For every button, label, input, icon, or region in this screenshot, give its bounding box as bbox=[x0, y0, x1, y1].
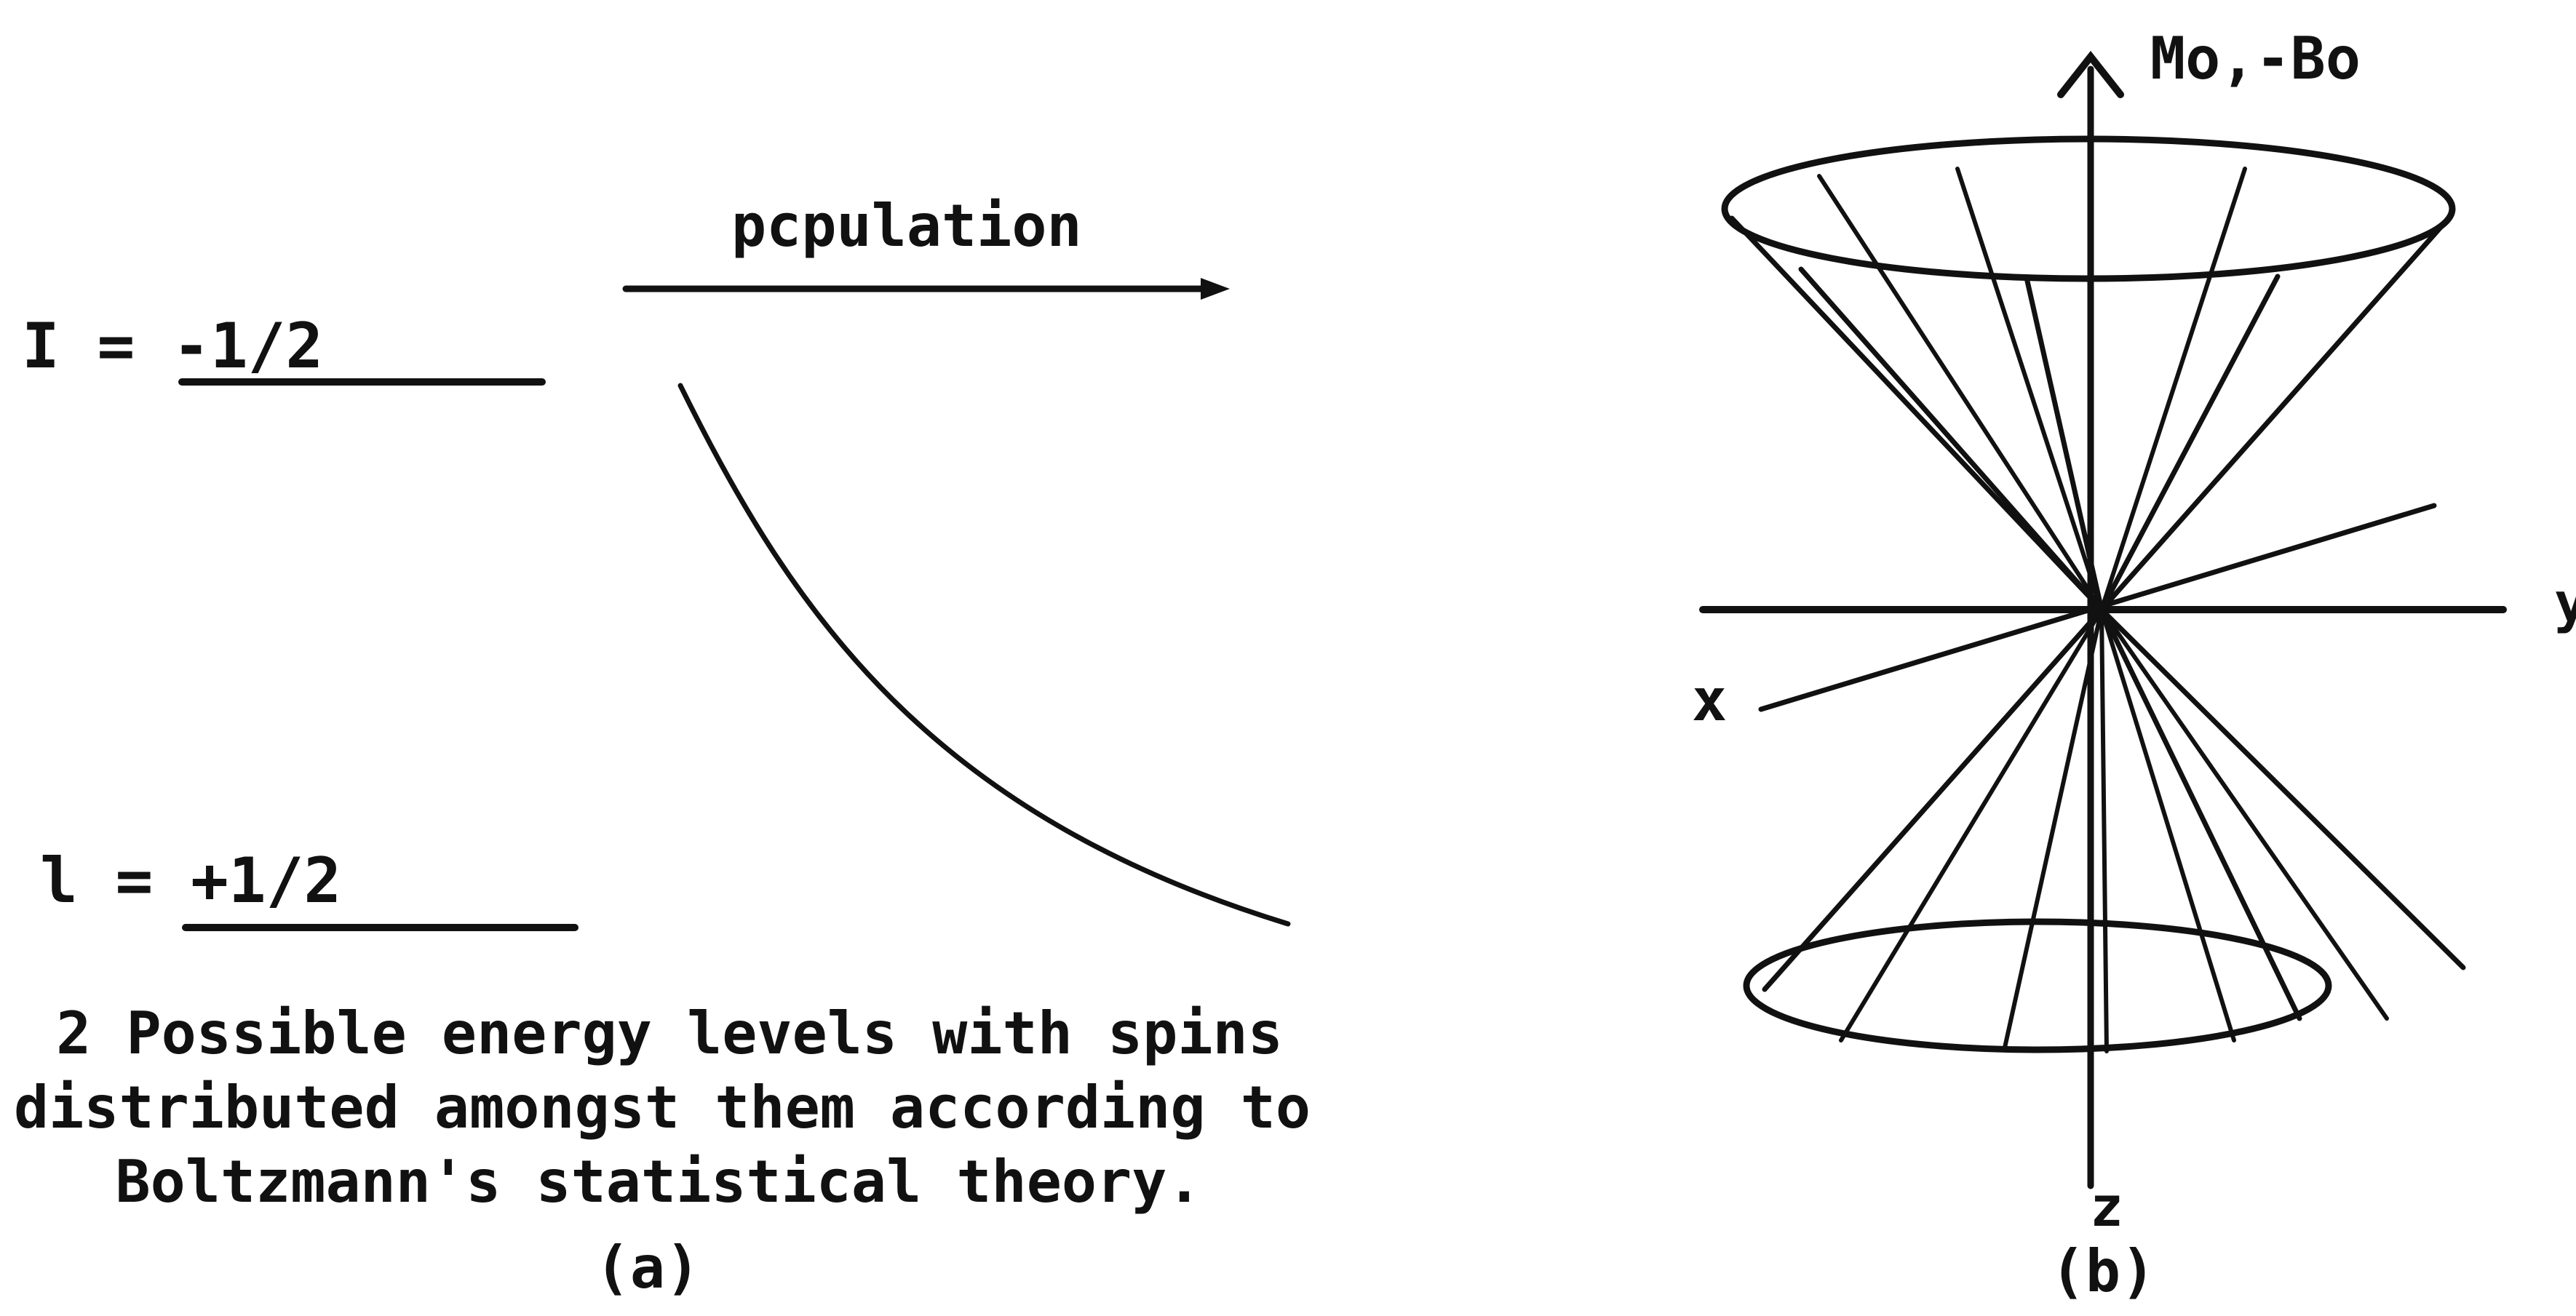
lower-level-label: l = +1/2 bbox=[40, 845, 341, 917]
population-arrowhead bbox=[1201, 278, 1230, 300]
caption-line-2: distributed amongst them according to bbox=[14, 1074, 1311, 1141]
lower-cone-generators bbox=[1762, 607, 2466, 1053]
panel-b: Mo,-Bo y bbox=[1692, 25, 2576, 1305]
lower-cone-rim bbox=[1743, 918, 2332, 1053]
y-axis-label: y bbox=[2554, 570, 2576, 635]
caption-line-1: 2 Possible energy levels with spins bbox=[56, 1000, 1283, 1067]
panel-b-label: (b) bbox=[2051, 1237, 2156, 1305]
upper-cone-generators bbox=[1729, 167, 2452, 613]
upper-level-label: I = -1/2 bbox=[22, 310, 323, 383]
vertical-axis-label: Mo,-Bo bbox=[2150, 25, 2361, 92]
caption-line-3: Boltzmann's statistical theory. bbox=[115, 1148, 1201, 1216]
panel-a-label: (a) bbox=[595, 1234, 701, 1301]
panel-a: I = -1/2 l = +1/2 pcpulation 2 Possible … bbox=[14, 192, 1311, 1301]
x-axis-label: x bbox=[1692, 666, 1727, 734]
origin-point bbox=[2088, 600, 2107, 619]
population-label: pcpulation bbox=[731, 192, 1082, 260]
vertical-axis-arrowhead bbox=[2057, 50, 2124, 98]
boltzmann-curve bbox=[677, 383, 1291, 927]
z-axis-label: z bbox=[2090, 1174, 2123, 1239]
upper-cone-rim bbox=[1721, 135, 2456, 282]
